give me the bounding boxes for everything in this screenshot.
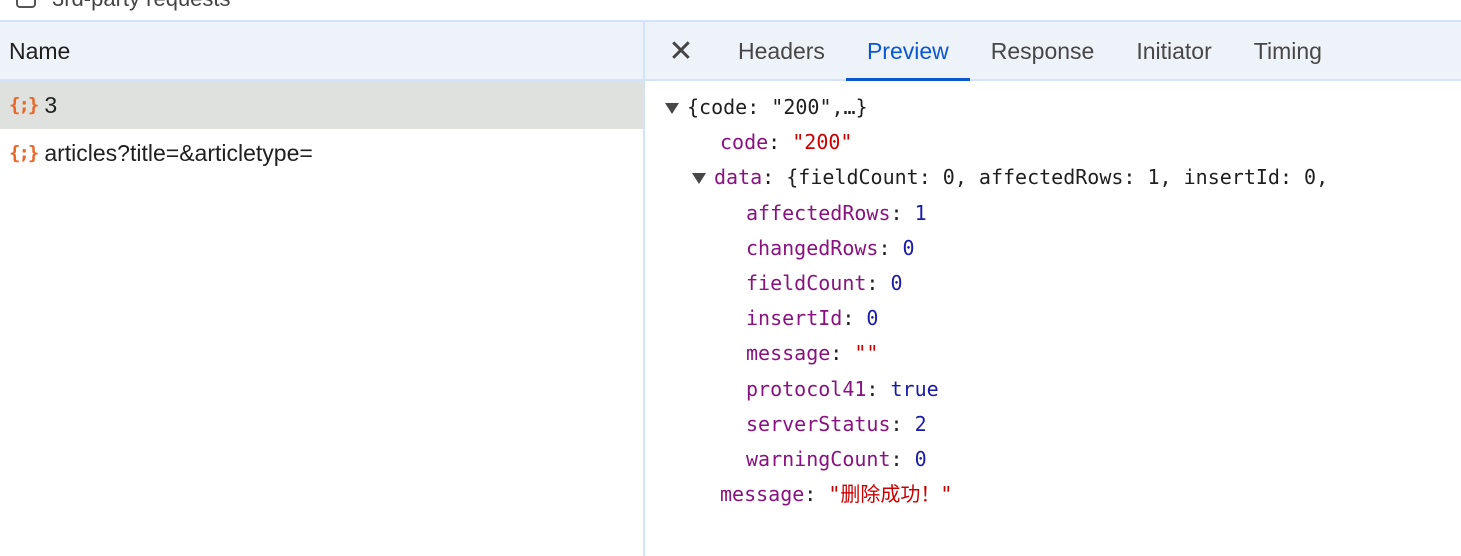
field-key: protocol41	[746, 376, 867, 401]
detail-tabs: ✕ Headers Preview Response Initiator Tim…	[645, 22, 1343, 81]
panel-divider[interactable]	[643, 20, 645, 556]
data-field: protocol41: true	[746, 376, 939, 401]
tab-preview[interactable]: Preview	[845, 22, 970, 81]
request-row[interactable]: {;} 3	[0, 81, 643, 129]
data-field: serverStatus: 2	[746, 411, 927, 436]
root-node[interactable]: {code: "200",…}	[665, 90, 1328, 125]
data-field: insertId: 0	[746, 306, 879, 331]
field-value: 0	[914, 446, 927, 471]
tab-response[interactable]: Response	[990, 38, 1095, 64]
field-value: ""	[854, 341, 879, 366]
field-key: insertId	[746, 306, 843, 331]
expand-triangle-icon[interactable]	[665, 103, 679, 114]
data-field: fieldCount: 0	[746, 270, 903, 295]
field-value: true	[890, 376, 939, 401]
tab-timing[interactable]: Timing	[1253, 38, 1322, 64]
data-field: affectedRows: 1	[746, 200, 927, 225]
close-icon[interactable]: ✕	[668, 35, 694, 68]
request-row[interactable]: {;} articles?title=&articletype=	[0, 129, 643, 177]
name-column-header[interactable]: Name	[9, 38, 71, 64]
json-preview: {code: "200",…} code: "200" data: {field…	[665, 90, 1328, 512]
request-name: 3	[44, 91, 58, 118]
field-key: warningCount	[746, 446, 891, 471]
field-value: 0	[902, 235, 915, 260]
data-field: warningCount: 0	[746, 446, 927, 471]
json-icon: {;}	[9, 94, 39, 116]
data-field: changedRows: 0	[746, 235, 915, 260]
field-key: changedRows	[746, 235, 879, 260]
filter-strip: 3rd-party requests	[0, 0, 1461, 21]
field-key: affectedRows	[746, 200, 891, 225]
field-key: message	[746, 341, 831, 366]
data-field: message: ""	[746, 341, 879, 366]
field-value: 1	[914, 200, 927, 225]
field-value: 2	[914, 411, 927, 436]
field-value: 0	[890, 270, 903, 295]
expand-triangle-icon[interactable]	[692, 173, 706, 185]
field-key: serverStatus	[746, 411, 891, 436]
third-party-checkbox[interactable]	[16, 0, 36, 8]
request-name: articles?title=&articletype=	[44, 139, 313, 166]
json-icon: {;}	[9, 142, 39, 164]
header-bar: Name ✕ Headers Preview Response Initiato…	[0, 20, 1461, 81]
code-field: code: "200"	[720, 130, 853, 155]
message-field: message: "删除成功！"	[720, 482, 953, 507]
field-value: 0	[866, 306, 879, 331]
third-party-label: 3rd-party requests	[52, 0, 231, 12]
tab-headers[interactable]: Headers	[738, 38, 825, 64]
data-node[interactable]: data: {fieldCount: 0, affectedRows: 1, i…	[665, 160, 1328, 195]
field-key: fieldCount	[746, 270, 867, 295]
tab-initiator[interactable]: Initiator	[1136, 38, 1212, 64]
